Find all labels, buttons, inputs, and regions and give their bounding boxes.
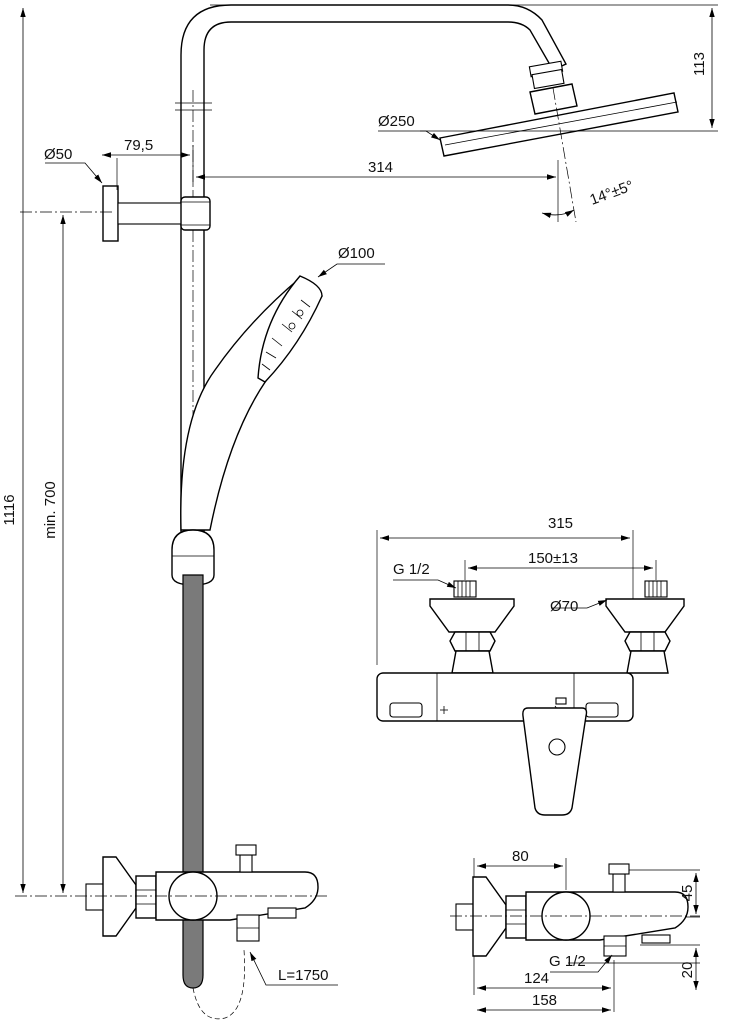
dim-side-height-top: 45 — [679, 885, 696, 902]
hand-shower — [180, 275, 323, 531]
bath-mixer-front-view — [376, 530, 685, 816]
dim-escutcheon: Ø70 — [550, 598, 578, 615]
dim-wall-flange: Ø50 — [44, 146, 72, 163]
dim-inlet-spacing: 150±13 — [528, 550, 578, 567]
dim-min-height: min. 700 — [42, 481, 59, 539]
dim-side-depth-124: 124 — [524, 970, 549, 987]
shower-head — [439, 60, 679, 223]
hose-loop — [192, 949, 245, 1020]
dim-head-angle: 14°±5° — [588, 177, 636, 208]
dim-inlet-thread: G 1/2 — [393, 561, 430, 578]
dim-side-outlet-thread: G 1/2 — [549, 953, 586, 970]
dim-hand-shower: Ø100 — [338, 245, 375, 262]
hand-shower-holder — [171, 529, 215, 586]
wall-bracket — [102, 185, 211, 242]
dim-overhead-drop: 113 — [691, 52, 708, 76]
dim-mixer-width: 315 — [548, 515, 573, 532]
dimension-lines-left — [20, 8, 715, 986]
dim-side-depth-158: 158 — [532, 992, 557, 1009]
dim-wall-offset: 79,5 — [124, 137, 153, 154]
shower-hose — [182, 574, 204, 989]
dim-arm-reach: 314 — [368, 159, 393, 176]
dim-hose-length: L=1750 — [278, 967, 328, 984]
dim-side-height-bottom: 20 — [679, 962, 696, 979]
dimension-labels: 1116 min. 700 113 Ø50 79,5 314 Ø250 14°±… — [1, 52, 708, 1009]
shower-column-front-view — [15, 4, 718, 1020]
dim-side-depth-top: 80 — [512, 848, 529, 865]
dim-head-dia: Ø250 — [378, 113, 415, 130]
bath-mixer-side-view — [450, 858, 700, 1013]
overhead-arm — [180, 4, 567, 541]
dim-height-total: 1116 — [1, 494, 18, 525]
